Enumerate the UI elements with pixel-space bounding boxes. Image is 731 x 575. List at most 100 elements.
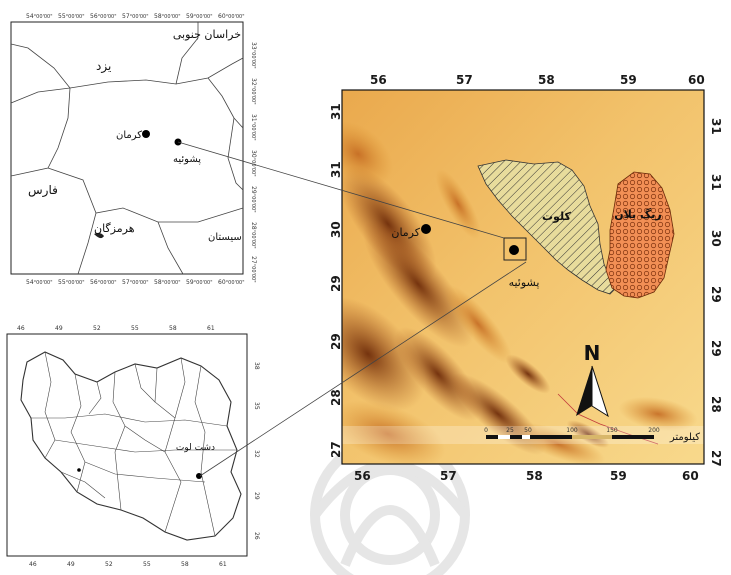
scale-tick: 0 bbox=[484, 427, 488, 434]
x-tick: 46 bbox=[17, 325, 25, 332]
x-tick: 59°00'00" bbox=[186, 279, 213, 286]
y-tick: 29°00'00" bbox=[250, 186, 257, 213]
scale-unit: کیلومتر bbox=[669, 432, 700, 443]
y-tick: 33°00'00" bbox=[250, 42, 257, 69]
x-tick: 57°00'00" bbox=[122, 279, 149, 286]
x-tick: 61 bbox=[219, 561, 227, 568]
x-tick: 60°00'00" bbox=[218, 279, 245, 286]
main-map-svg: 56 57 58 59 60 56 57 58 59 60 31 31 30 2… bbox=[329, 73, 723, 483]
pashuieh-box bbox=[503, 237, 527, 261]
label-sistan: سیستان bbox=[208, 232, 242, 243]
y-tick: 31 bbox=[329, 103, 343, 120]
y-tick: 31°00'00" bbox=[250, 114, 257, 141]
label-kerman: کرمان bbox=[116, 130, 142, 141]
x-tick: 55°00'00" bbox=[58, 279, 85, 286]
main-bottom-ticks: 56 57 58 59 60 bbox=[354, 469, 699, 483]
scale-seg bbox=[522, 435, 530, 439]
label-reg-yalan: ریگ یلان bbox=[614, 207, 661, 221]
y-tick: 32°00'00" bbox=[250, 78, 257, 105]
label-main-pashuieh: پشوئیه bbox=[509, 276, 540, 289]
x-tick: 52 bbox=[105, 561, 113, 568]
small-point bbox=[77, 468, 81, 472]
scale-tick: 100 bbox=[566, 427, 578, 434]
x-tick: 57 bbox=[456, 74, 473, 87]
y-tick: 29 bbox=[253, 492, 260, 500]
y-tick: 32 bbox=[253, 450, 260, 458]
y-tick: 28 bbox=[329, 389, 343, 406]
bottom-inset-map: 46 49 52 55 58 61 38 35 32 29 26 46 49 5… bbox=[5, 322, 265, 570]
x-tick: 55 bbox=[143, 561, 151, 568]
kerman-point bbox=[142, 130, 150, 138]
x-tick: 55°00'00" bbox=[58, 13, 85, 20]
x-tick: 59 bbox=[610, 469, 627, 483]
scale-tick: 150 bbox=[606, 427, 618, 434]
x-tick: 46 bbox=[29, 561, 37, 568]
label-hormozgan: هرمزگان bbox=[94, 222, 135, 235]
scale-tick: 25 bbox=[506, 427, 514, 434]
x-tick: 58°00'00" bbox=[154, 279, 181, 286]
top-inset-bottom-ticks: 54°00'00" 55°00'00" 56°00'00" 57°00'00" … bbox=[26, 279, 245, 286]
y-tick: 31 bbox=[329, 161, 343, 178]
x-tick: 61 bbox=[207, 325, 215, 332]
x-tick: 59 bbox=[620, 74, 637, 87]
top-inset-map: 54°00'00" 55°00'00" 56°00'00" 57°00'00" … bbox=[8, 8, 258, 290]
x-tick: 60 bbox=[682, 469, 699, 483]
main-pashuieh-point bbox=[509, 245, 519, 255]
y-tick: 28°00'00" bbox=[250, 222, 257, 249]
x-tick: 58 bbox=[538, 74, 555, 87]
scale-tick: 200 bbox=[648, 427, 660, 434]
x-tick: 56°00'00" bbox=[90, 279, 117, 286]
pashuieh-point bbox=[174, 138, 182, 146]
north-arrow-right bbox=[591, 365, 609, 418]
x-tick: 60°00'00" bbox=[218, 13, 245, 20]
x-tick: 60 bbox=[688, 74, 705, 87]
y-tick: 31 bbox=[709, 118, 723, 135]
y-tick: 30 bbox=[709, 230, 723, 247]
bottom-inset-svg: 46 49 52 55 58 61 38 35 32 29 26 46 49 5… bbox=[6, 325, 260, 568]
y-tick: 31 bbox=[709, 174, 723, 191]
y-tick: 30°00'00" bbox=[250, 150, 257, 177]
north-letter: N bbox=[584, 341, 601, 365]
main-elevation-map: 56 57 58 59 60 56 57 58 59 60 31 31 30 2… bbox=[328, 73, 724, 488]
y-tick: 30 bbox=[329, 221, 343, 238]
top-inset-svg: 54°00'00" 55°00'00" 56°00'00" 57°00'00" … bbox=[10, 13, 257, 286]
y-tick: 28 bbox=[709, 396, 723, 413]
x-tick: 58 bbox=[526, 469, 543, 483]
x-tick: 57°00'00" bbox=[122, 13, 149, 20]
x-tick: 54°00'00" bbox=[26, 13, 53, 20]
y-tick: 29 bbox=[329, 275, 343, 292]
x-tick: 59°00'00" bbox=[186, 13, 213, 20]
scale-tick: 50 bbox=[524, 427, 532, 434]
y-tick: 27°00'00" bbox=[250, 256, 257, 283]
reg-yalan-area bbox=[605, 171, 675, 299]
x-tick: 49 bbox=[55, 325, 63, 332]
bottom-inset-bottom-ticks: 46 49 52 55 58 61 bbox=[29, 561, 227, 568]
x-tick: 58 bbox=[169, 325, 177, 332]
y-tick: 29 bbox=[329, 333, 343, 350]
x-tick: 56 bbox=[370, 74, 387, 87]
label-lut: دشت لوت bbox=[176, 443, 215, 453]
x-tick: 49 bbox=[67, 561, 75, 568]
y-tick: 27 bbox=[709, 450, 723, 467]
x-tick: 57 bbox=[440, 469, 457, 483]
x-tick: 52 bbox=[93, 325, 101, 332]
label-pashuieh: پشوئیه bbox=[173, 154, 201, 165]
scale-seg bbox=[572, 435, 612, 439]
lut-point bbox=[196, 473, 202, 479]
main-right-ticks: 31 31 30 29 29 28 27 bbox=[709, 118, 723, 467]
x-tick: 55 bbox=[131, 325, 139, 332]
scale-bar-black bbox=[486, 435, 654, 439]
lake-shape bbox=[94, 232, 104, 239]
y-tick: 27 bbox=[329, 441, 343, 458]
north-arrow: N bbox=[576, 341, 609, 418]
y-tick: 29 bbox=[709, 340, 723, 357]
label-khorasan: خراسان جنوبی bbox=[173, 28, 241, 41]
main-kerman-point bbox=[421, 224, 431, 234]
x-tick: 58°00'00" bbox=[154, 13, 181, 20]
y-tick: 35 bbox=[253, 402, 260, 410]
y-tick: 29 bbox=[709, 286, 723, 303]
north-arrow-left bbox=[576, 366, 592, 416]
main-left-ticks: 31 31 30 29 29 28 27 bbox=[329, 103, 343, 458]
label-yazd: یزد bbox=[96, 59, 111, 74]
label-kalut: کلوت bbox=[542, 210, 571, 223]
